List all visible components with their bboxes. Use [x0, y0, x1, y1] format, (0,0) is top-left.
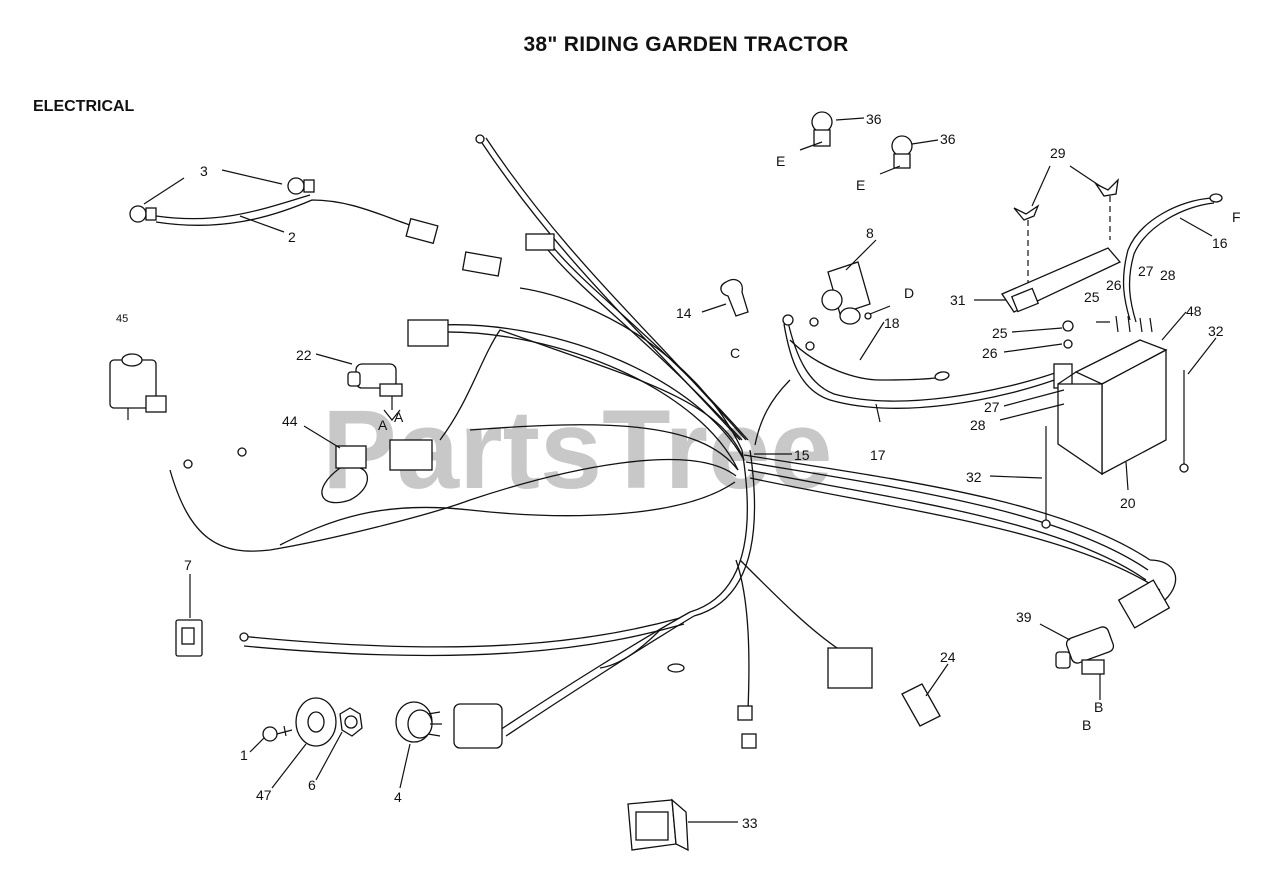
label-47: 47 — [256, 787, 272, 803]
pto-switch — [1055, 626, 1115, 700]
harness-connector — [827, 647, 873, 689]
label-45: 45 — [116, 313, 128, 325]
ref-c: C — [730, 345, 740, 361]
label-25-upper: 25 — [1084, 289, 1100, 305]
label-22: 22 — [296, 347, 312, 363]
wing-nuts — [1013, 178, 1119, 300]
label-28: 28 — [970, 417, 986, 433]
starter-switch — [809, 261, 891, 327]
ref-e-upper: E — [776, 153, 785, 169]
label-31: 31 — [950, 292, 966, 308]
label-14: 14 — [676, 305, 692, 321]
harness-connector — [1117, 579, 1171, 629]
label-39: 39 — [1016, 609, 1032, 625]
label-16: 16 — [1212, 235, 1228, 251]
ignition-plug-connector — [453, 703, 503, 749]
label-4: 4 — [394, 789, 402, 805]
ignition-bezel — [295, 697, 337, 747]
ring-terminal — [239, 632, 249, 642]
label-7: 7 — [184, 557, 192, 573]
ring-terminal — [183, 459, 193, 469]
ring-terminal — [667, 663, 685, 673]
fuse-holder — [175, 619, 203, 657]
plunger-switch — [347, 363, 403, 421]
ref-e-lower: E — [856, 177, 865, 193]
ref-d: D — [904, 285, 914, 301]
ignition-switch — [395, 701, 442, 743]
label-18: 18 — [884, 315, 900, 331]
ignition-key — [262, 725, 293, 742]
ref-b-upper: B — [1094, 699, 1103, 715]
leader-lines — [143, 117, 1217, 823]
label-32-left: 32 — [966, 469, 982, 485]
label-27-upper: 27 — [1138, 263, 1154, 279]
inline-fuse — [901, 683, 941, 727]
ref-f: F — [1232, 209, 1241, 225]
ref-a-right: A — [394, 409, 404, 425]
relay-loop — [321, 445, 369, 504]
label-8: 8 — [866, 225, 874, 241]
label-3: 3 — [200, 163, 208, 179]
switch-housing — [627, 798, 689, 852]
label-32-right: 32 — [1208, 323, 1224, 339]
terminal-boot — [720, 278, 749, 317]
harness-connector — [407, 319, 449, 347]
ground-cable — [1122, 193, 1223, 323]
battery-holddown — [1001, 247, 1122, 313]
battery — [1057, 339, 1168, 476]
harness-connector — [741, 733, 757, 749]
cable-clamp-lower — [879, 135, 913, 175]
ref-a-left: A — [378, 417, 388, 433]
label-2: 2 — [288, 229, 296, 245]
seat-switch — [109, 353, 167, 420]
label-48: 48 — [1186, 303, 1202, 319]
cable-clamp-upper — [799, 111, 833, 151]
label-33: 33 — [742, 815, 758, 831]
ignition-nut — [339, 707, 363, 737]
label-1: 1 — [240, 747, 248, 763]
diagram-title: 38" RIDING GARDEN TRACTOR — [523, 33, 849, 56]
ring-terminal — [237, 447, 247, 457]
label-29: 29 — [1050, 145, 1066, 161]
label-44: 44 — [282, 413, 298, 429]
ref-b-lower: B — [1082, 717, 1091, 733]
label-6: 6 — [308, 777, 316, 793]
label-26: 26 — [982, 345, 998, 361]
label-26-upper: 26 — [1106, 277, 1122, 293]
label-15: 15 — [794, 447, 810, 463]
harness-connector — [389, 439, 433, 471]
label-25: 25 — [992, 325, 1008, 341]
label-20: 20 — [1120, 495, 1136, 511]
label-17: 17 — [870, 447, 886, 463]
headlight-lamps — [129, 177, 439, 245]
ring-terminal — [475, 134, 485, 144]
reference-letters: A A B B C D E E F — [378, 153, 1241, 733]
battery-cables — [782, 314, 1061, 409]
harness-connector — [525, 233, 555, 251]
label-36-lower: 36 — [940, 131, 956, 147]
label-36-upper: 36 — [866, 111, 882, 127]
section-title: ELECTRICAL — [33, 98, 135, 115]
label-27: 27 — [984, 399, 1000, 415]
label-24: 24 — [940, 649, 956, 665]
harness-connector — [461, 251, 503, 277]
main-wire-harness — [169, 134, 1177, 749]
holddown-rods — [1041, 370, 1189, 529]
part-number-labels: 3 2 45 22 44 7 1 47 6 4 14 8 18 15 17 36… — [116, 111, 1228, 831]
harness-connector — [737, 705, 753, 721]
label-28-upper: 28 — [1160, 267, 1176, 283]
